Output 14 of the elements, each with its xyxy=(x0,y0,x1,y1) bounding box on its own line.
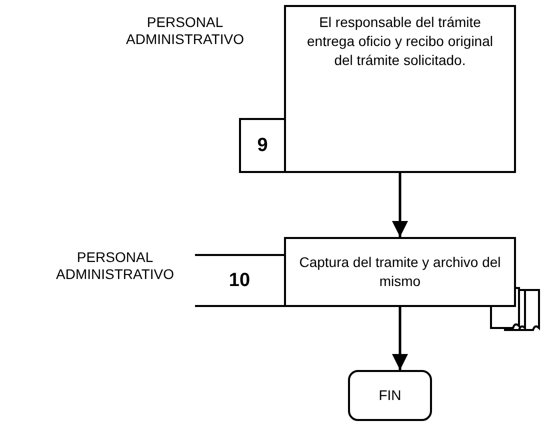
terminal-box xyxy=(348,370,432,421)
step-number-text: 9 xyxy=(257,134,268,156)
step-text: El responsable del trámite entrega oficio y recibo original del trámite solicitado. xyxy=(306,13,494,70)
process-box xyxy=(284,237,516,307)
step-number xyxy=(239,118,286,173)
process-box xyxy=(284,5,516,173)
step-text: Captura del tramite y archivo del mismo xyxy=(298,253,502,291)
step-number xyxy=(195,254,286,307)
role-label: PERSONAL ADMINISTRATIVO xyxy=(125,14,245,48)
role-label: PERSONAL ADMINISTRATIVO xyxy=(55,249,175,283)
arrow xyxy=(392,173,408,237)
step-number-text: 10 xyxy=(228,270,250,292)
step-text: FIN xyxy=(378,386,402,405)
arrow xyxy=(392,307,408,370)
